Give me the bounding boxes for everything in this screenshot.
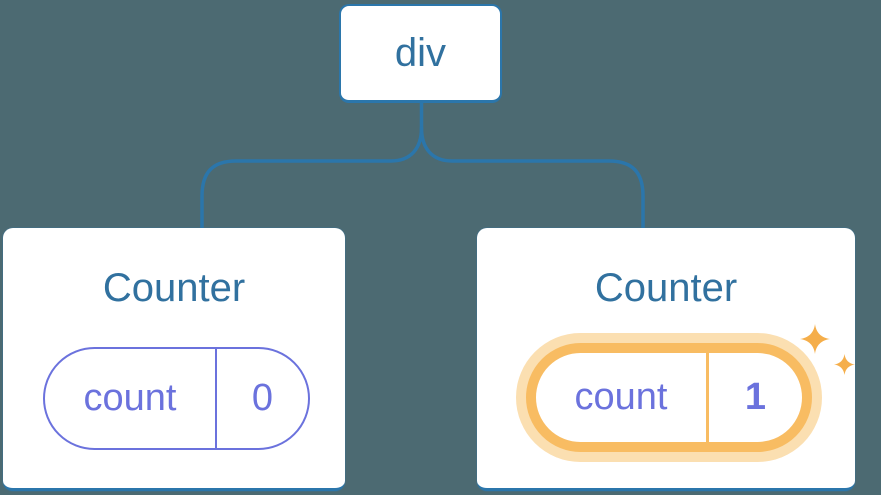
- sparkle-icon: [834, 354, 855, 375]
- connector-left-branch: [200, 101, 424, 231]
- state-key-label: count: [574, 376, 668, 418]
- state-key-label: count: [83, 377, 177, 419]
- state-value: 0: [215, 349, 308, 448]
- connector-right-branch: [419, 126, 645, 231]
- state-pill-count-1-highlighted: count 1: [526, 343, 812, 452]
- counter-title: Counter: [594, 266, 738, 310]
- tree-node-div: div: [339, 4, 502, 103]
- state-pill-count-0: count 0: [43, 347, 310, 450]
- counter-card-left: Counter count 0: [3, 228, 345, 491]
- sparkle-icon: [800, 324, 830, 354]
- counter-card-right: Counter count 1: [477, 228, 855, 491]
- div-node-label: div: [394, 30, 447, 75]
- state-value: 1: [706, 353, 802, 442]
- counter-title: Counter: [102, 266, 246, 310]
